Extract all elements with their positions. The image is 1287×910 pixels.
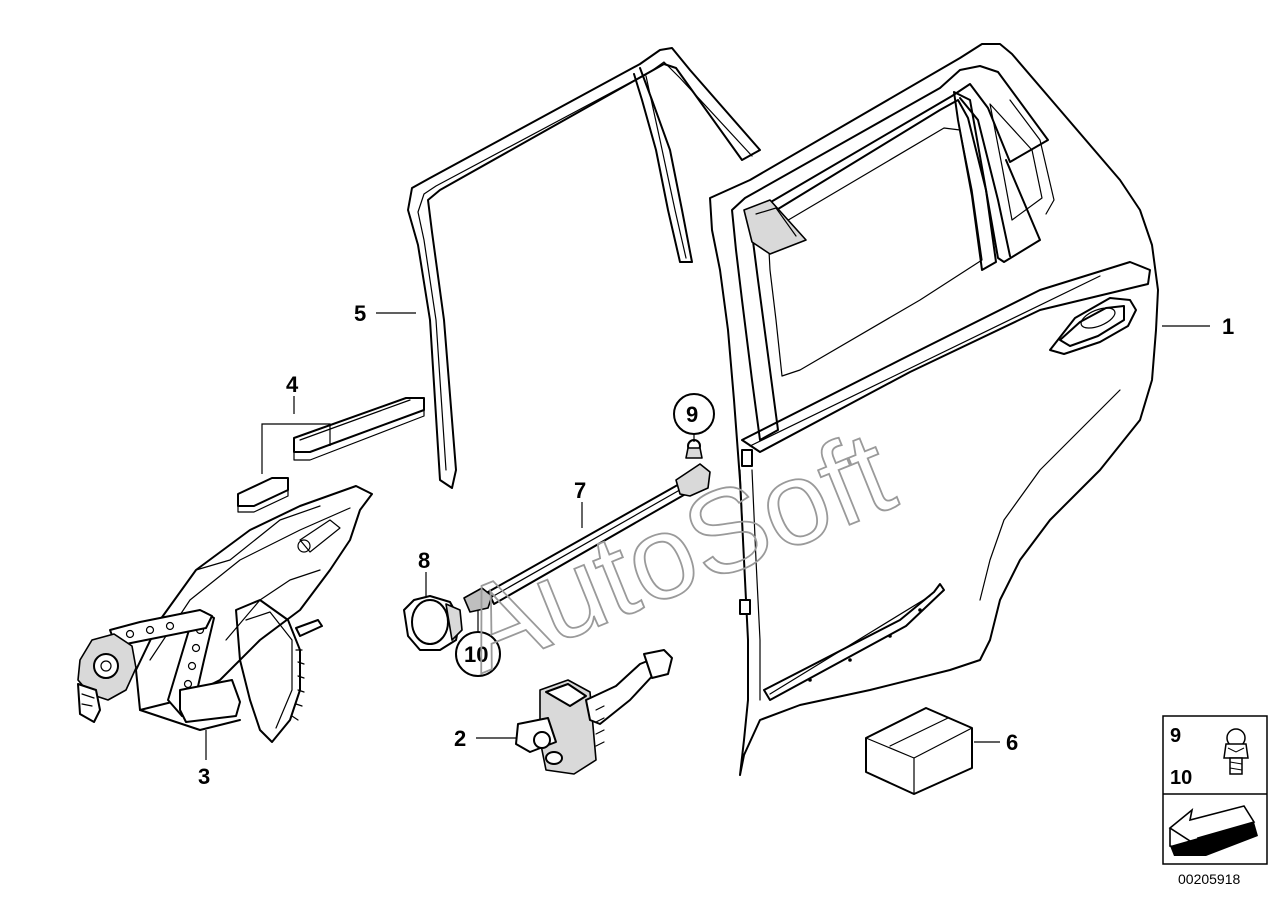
callout-4-label: 4 <box>286 372 299 397</box>
callout-1-label: 1 <box>1222 314 1234 339</box>
part-4-guide-rails[interactable] <box>237 397 425 513</box>
callout-2: 2 <box>454 726 516 751</box>
part-1-rear-door[interactable] <box>709 43 1159 776</box>
arrow-icon[interactable] <box>1168 805 1258 856</box>
document-number: 00205918 <box>1178 871 1241 887</box>
callout-7-label: 7 <box>574 478 586 503</box>
watermark: AutoSoft <box>440 405 911 699</box>
legend-label-9: 9 <box>1170 725 1181 747</box>
callout-7: 7 <box>574 478 586 528</box>
callout-5: 5 <box>354 301 416 326</box>
callout-8: 8 <box>418 548 430 596</box>
callout-2-label: 2 <box>454 726 466 751</box>
bolt-icon <box>1223 728 1249 775</box>
part-8-cap[interactable] <box>403 595 463 651</box>
callout-3: 3 <box>198 730 210 789</box>
callout-10-label: 10 <box>464 642 488 667</box>
callout-10: 10 <box>455 610 501 677</box>
callout-5-label: 5 <box>354 301 366 326</box>
callout-4: 4 <box>261 372 331 474</box>
legend-label-10: 10 <box>1170 767 1192 789</box>
part-2-door-check[interactable] <box>515 649 673 775</box>
part-6-kit-box[interactable] <box>865 707 973 795</box>
part-3-window-regulator[interactable] <box>77 485 373 743</box>
callout-3-label: 3 <box>198 764 210 789</box>
callout-6: 6 <box>974 730 1018 755</box>
callout-9: 9 <box>673 393 715 442</box>
legend-panel: 9 10 <box>1162 715 1268 865</box>
part-5-window-seal[interactable] <box>407 47 761 489</box>
part-7-strut[interactable] <box>463 439 711 613</box>
callout-8-label: 8 <box>418 548 430 573</box>
callout-1: 1 <box>1162 314 1234 339</box>
watermark-text: AutoSoft <box>441 406 910 698</box>
callout-6-label: 6 <box>1006 730 1018 755</box>
callout-9-label: 9 <box>686 402 698 427</box>
